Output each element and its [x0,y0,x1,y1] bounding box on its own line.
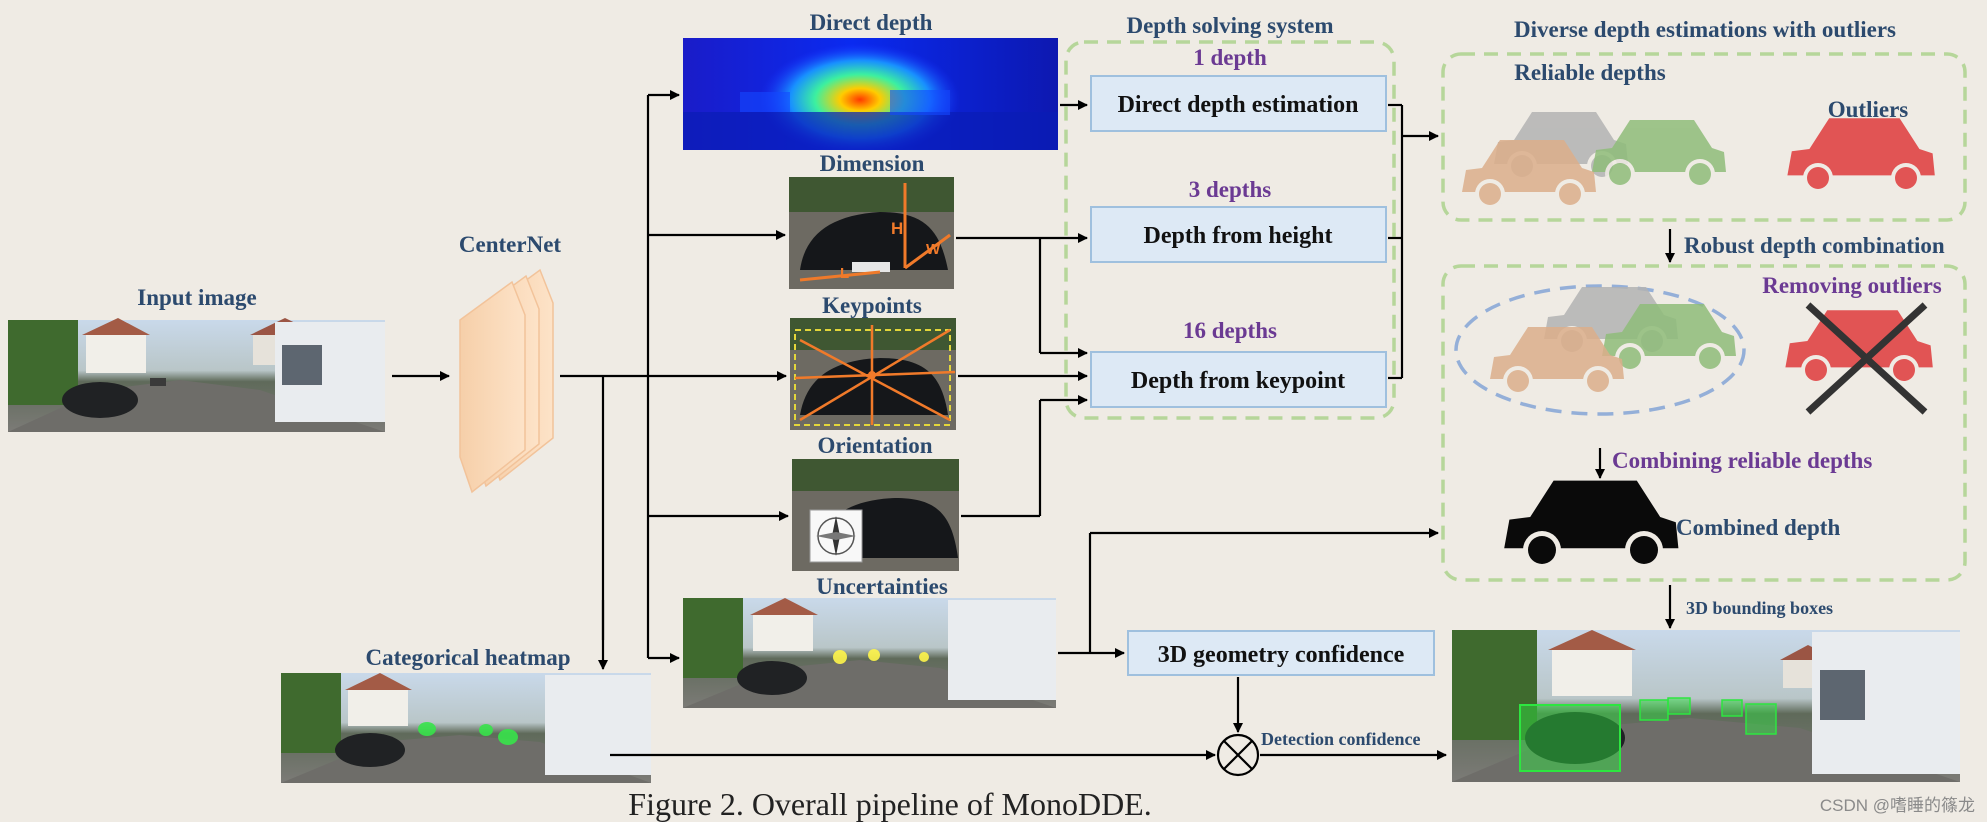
solver-3-count: 16 depths [1183,318,1277,343]
combination-frame [1441,264,1967,582]
solver-3-name: Depth from keypoint [1131,368,1345,394]
label-combining-reliable: Combining reliable depths [1612,448,1872,473]
label-depth-solving-system: Depth solving system [1126,13,1333,38]
keypoints-image [790,318,956,430]
label-direct-depth: Direct depth [810,10,933,35]
dim-h-label: H [891,219,903,238]
solver-1-count: 1 depth [1193,45,1267,70]
reliable-cars-combined [1490,287,1736,396]
label-removing-outliers: Removing outliers [1762,273,1942,298]
output-bbox-image [1452,630,1960,782]
label-categorical-heatmap: Categorical heatmap [365,645,570,670]
reliable-ellipse [1454,284,1746,416]
dimension-image: H W L [789,177,954,289]
uncertainties-image [683,598,1056,708]
input-image [8,318,385,432]
label-input-image: Input image [137,285,257,310]
label-reliable-depths: Reliable depths [1514,60,1665,85]
cross-icon [1805,302,1928,415]
outlier-car-icon [1787,118,1935,193]
label-3d-bounding-boxes: 3D bounding boxes [1686,598,1833,618]
categorical-heatmap-image [281,673,651,783]
solver-keypoint-box [1090,351,1387,408]
solver-direct-depth-box [1090,75,1387,132]
label-detection-confidence: Detection confidence [1261,729,1420,749]
direct-depth-map [683,38,1058,150]
label-dimension: Dimension [820,151,925,176]
solver-2-count: 3 depths [1189,177,1271,202]
diverse-depth-frame [1441,52,1967,222]
geometry-confidence-text: 3D geometry confidence [1158,642,1405,668]
label-centernet: CenterNet [459,232,562,257]
solver-1-name: Direct depth estimation [1118,92,1359,118]
combined-car-icon [1504,480,1679,569]
label-keypoints: Keypoints [822,293,922,318]
dim-w-label: W [926,241,941,258]
label-uncertainties: Uncertainties [816,574,948,599]
label-diverse-depth: Diverse depth estimations with outliers [1514,17,1896,42]
solver-height-box [1090,206,1387,263]
centernet-layers [459,268,554,494]
label-orientation: Orientation [818,433,933,458]
solver-2-name: Depth from height [1144,223,1333,249]
label-outliers: Outliers [1828,97,1909,122]
label-robust-combination: Robust depth combination [1684,233,1945,258]
orientation-image [792,459,959,571]
label-combined-depth: Combined depth [1676,515,1840,540]
multiply-node [1216,733,1260,777]
figure-caption: Figure 2. Overall pipeline of MonoDDE. [628,786,1151,822]
dim-l-label: L [840,265,849,282]
depth-solving-system-frame [1064,40,1396,420]
reliable-cars-group [1462,112,1726,209]
geometry-confidence-box [1127,630,1435,676]
removed-outlier-car-icon [1785,310,1933,385]
watermark: CSDN @嗜睡的篠龙 [1820,796,1975,815]
